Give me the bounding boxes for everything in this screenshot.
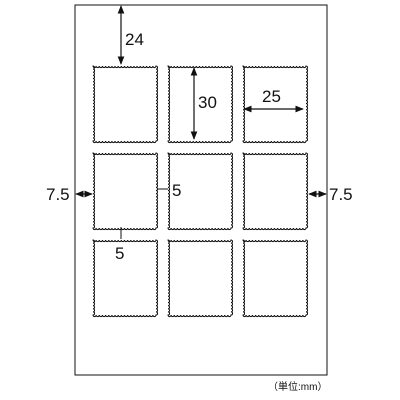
- stamp-cell-9: [242, 239, 308, 317]
- top-margin-label: 24: [125, 30, 144, 49]
- stamp-cell-8: [167, 239, 233, 317]
- stamp-cell-2: [167, 65, 233, 143]
- vertical-gap-label: 5: [115, 244, 124, 263]
- stamp-cell-7: [92, 239, 158, 317]
- unit-note: （単位:mm）: [268, 380, 327, 393]
- stamp-cell-6: [242, 152, 308, 230]
- stamp-height-label: 30: [198, 93, 217, 112]
- stamp-cell-5: [167, 152, 233, 230]
- stamp-grid: [92, 65, 308, 317]
- stamp-cell-1: [92, 65, 158, 143]
- right-margin-label: 7.5: [329, 185, 353, 204]
- stamp-width-label: 25: [262, 87, 281, 106]
- left-margin-label: 7.5: [46, 185, 70, 204]
- stamp-cell-4: [92, 152, 158, 230]
- horizontal-gap-label: 5: [172, 181, 181, 200]
